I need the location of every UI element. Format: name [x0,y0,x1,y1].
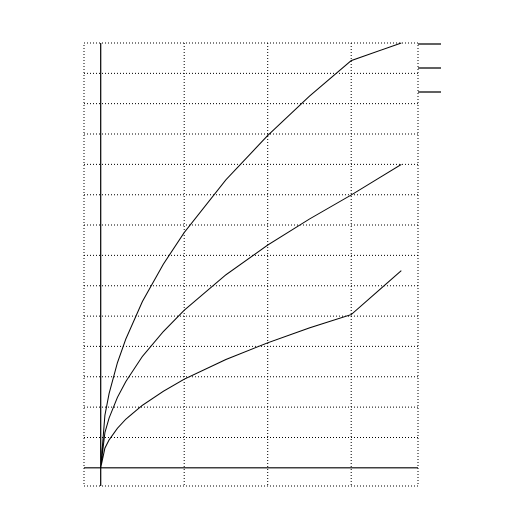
grid [83,42,419,487]
series-line-3 [100,270,402,468]
legend [418,43,441,93]
series-line-1 [100,42,402,468]
series-group [100,42,402,468]
series-line-2 [100,163,402,468]
axes [84,43,418,486]
plot-frame [83,42,419,487]
